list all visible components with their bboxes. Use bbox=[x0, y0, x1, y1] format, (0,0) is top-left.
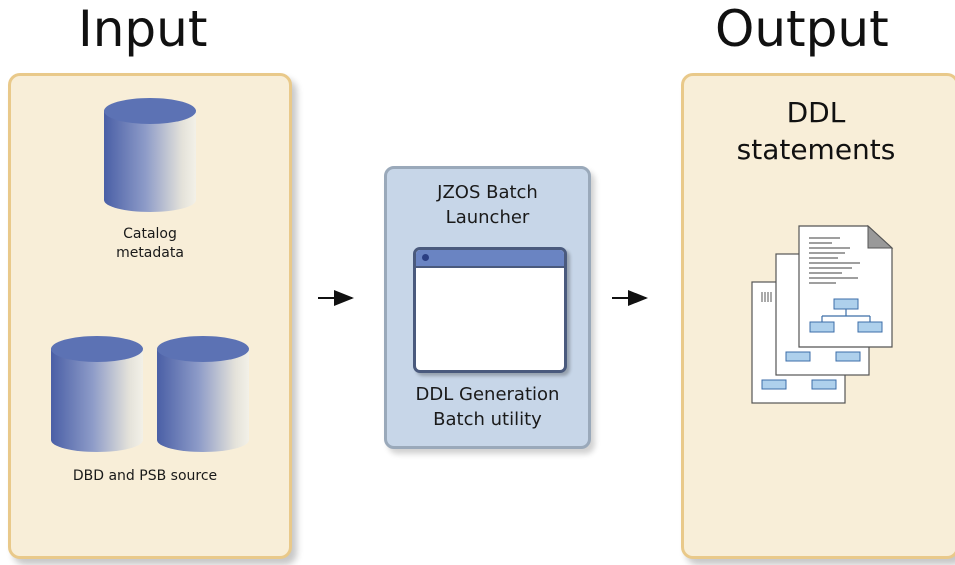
jzos-launcher-label: JZOS Batch Launcher bbox=[437, 182, 538, 228]
dbd-psb-source-label: DBD and PSB source bbox=[72, 468, 218, 484]
psb-cylinder-icon bbox=[157, 336, 249, 452]
output-heading: Output bbox=[715, 0, 889, 58]
window-title-bar bbox=[416, 250, 564, 268]
application-window-icon bbox=[413, 247, 567, 373]
catalog-metadata-label: Catalog metadata bbox=[116, 226, 184, 261]
ddl-statements-label: DDL statements bbox=[736, 96, 896, 166]
process-box: JZOS Batch Launcher DDL Generation Batch… bbox=[384, 166, 591, 449]
input-heading: Input bbox=[78, 0, 208, 58]
ddl-utility-label: DDL Generation Batch utility bbox=[415, 384, 560, 430]
window-dot-icon bbox=[422, 254, 429, 261]
dbd-cylinder-icon bbox=[51, 336, 143, 452]
document-stack-icon bbox=[751, 224, 894, 404]
catalog-cylinder-icon bbox=[104, 98, 196, 212]
